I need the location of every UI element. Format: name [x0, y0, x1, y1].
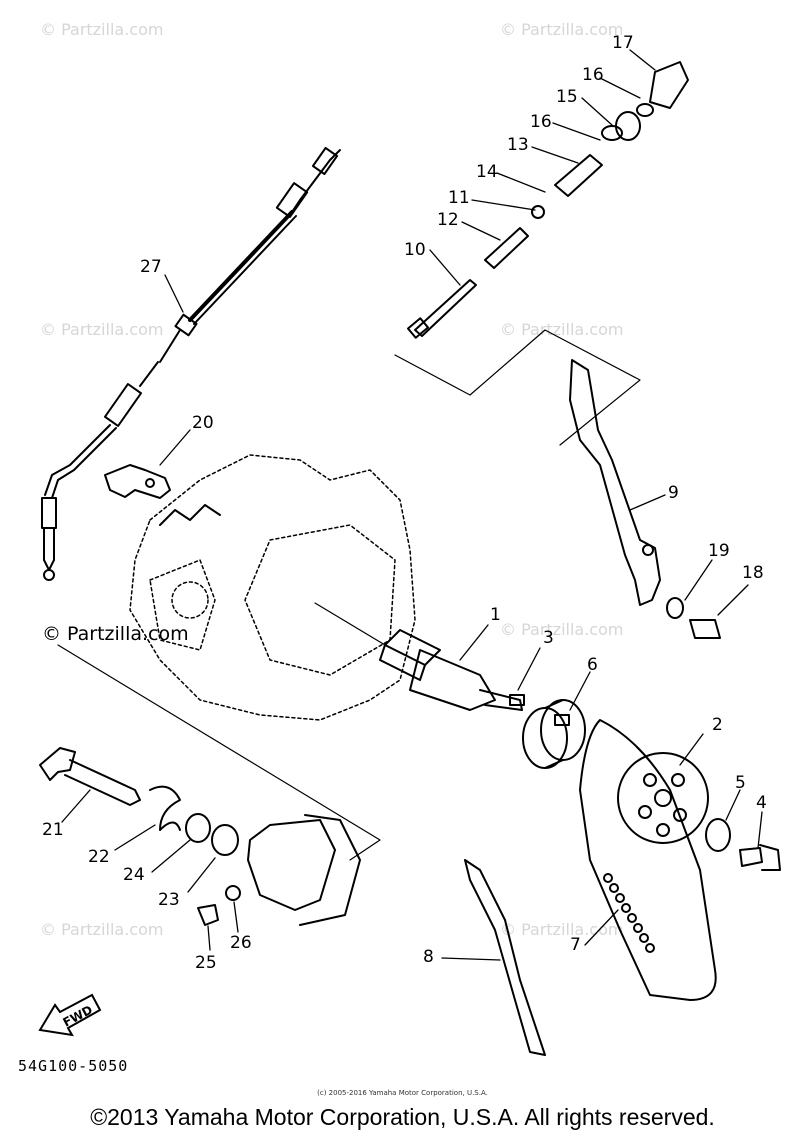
label-16b: 16 [582, 65, 604, 85]
label-15: 15 [556, 87, 578, 107]
label-11: 11 [448, 188, 470, 208]
label-10: 10 [404, 240, 426, 260]
screw-washer [225, 885, 241, 901]
pivot-bolt [689, 619, 721, 639]
label-4: 4 [756, 793, 767, 813]
label-20: 20 [192, 413, 214, 433]
decompression-cable [41, 146, 341, 581]
watermark: © Partzilla.com [500, 620, 623, 639]
torsion-spring [149, 785, 181, 831]
watermarks: © Partzilla.com © Partzilla.com © Partzi… [40, 20, 623, 939]
label-24: 24 [123, 865, 145, 885]
fwd-arrow-icon: FWD [38, 993, 102, 1037]
leader-lines [61, 49, 763, 961]
label-21: 21 [42, 820, 64, 840]
cam-chain [603, 873, 655, 953]
label-6: 6 [587, 655, 598, 675]
label-23: 23 [158, 890, 180, 910]
label-3: 3 [543, 628, 554, 648]
watermark: © Partzilla.com [40, 20, 163, 39]
label-7: 7 [570, 935, 581, 955]
label-14: 14 [476, 162, 498, 182]
watermark: © Partzilla.com [40, 920, 163, 939]
label-1: 1 [490, 605, 501, 625]
decompressor-cam [522, 699, 586, 769]
watermark-strong: © Partzilla.com [42, 623, 189, 645]
label-25: 25 [195, 953, 217, 973]
label-2: 2 [712, 715, 723, 735]
copyright-notice: ©2013 Yamaha Motor Corporation, U.S.A. A… [90, 1104, 715, 1130]
sprocket-bolt [739, 844, 781, 871]
label-18: 18 [742, 563, 764, 583]
washer [705, 818, 731, 852]
decompression-lever [39, 747, 141, 806]
dowel-pin [509, 694, 525, 706]
chain-guide [464, 859, 546, 1056]
cylinder-fins [159, 504, 221, 526]
thrust-washer [185, 813, 211, 843]
label-5: 5 [735, 773, 746, 793]
label-13: 13 [507, 135, 529, 155]
watermark: © Partzilla.com [40, 320, 163, 339]
decompression-cover [57, 644, 381, 926]
watermark: © Partzilla.com [500, 20, 623, 39]
diagram-code: 54G100-5050 [18, 1057, 128, 1075]
fwd-label: FWD [61, 1003, 95, 1030]
oil-seal [211, 824, 239, 856]
watermark: © Partzilla.com [500, 920, 623, 939]
cylinder-head-outline [129, 454, 416, 721]
watermark: © Partzilla.com [500, 320, 623, 339]
small-copyright: (c) 2005-2016 Yamaha Motor Corporation, … [317, 1089, 488, 1097]
label-9: 9 [668, 483, 679, 503]
label-22: 22 [88, 847, 110, 867]
label-27: 27 [140, 257, 162, 277]
label-16: 16 [530, 112, 552, 132]
part-labels: 1 2 3 4 5 6 7 8 9 10 11 12 13 14 15 16 1… [42, 33, 767, 973]
cam-sprocket [617, 752, 709, 844]
chain-outline [579, 719, 717, 1001]
collar [666, 597, 684, 619]
label-12: 12 [437, 210, 459, 230]
label-19: 19 [708, 541, 730, 561]
label-26: 26 [230, 933, 252, 953]
cable-bracket [104, 464, 171, 499]
label-17: 17 [612, 33, 634, 53]
tensioner-arm [569, 359, 661, 606]
tensioner-assembly [394, 61, 689, 446]
screw [197, 904, 219, 926]
label-8: 8 [423, 947, 434, 967]
